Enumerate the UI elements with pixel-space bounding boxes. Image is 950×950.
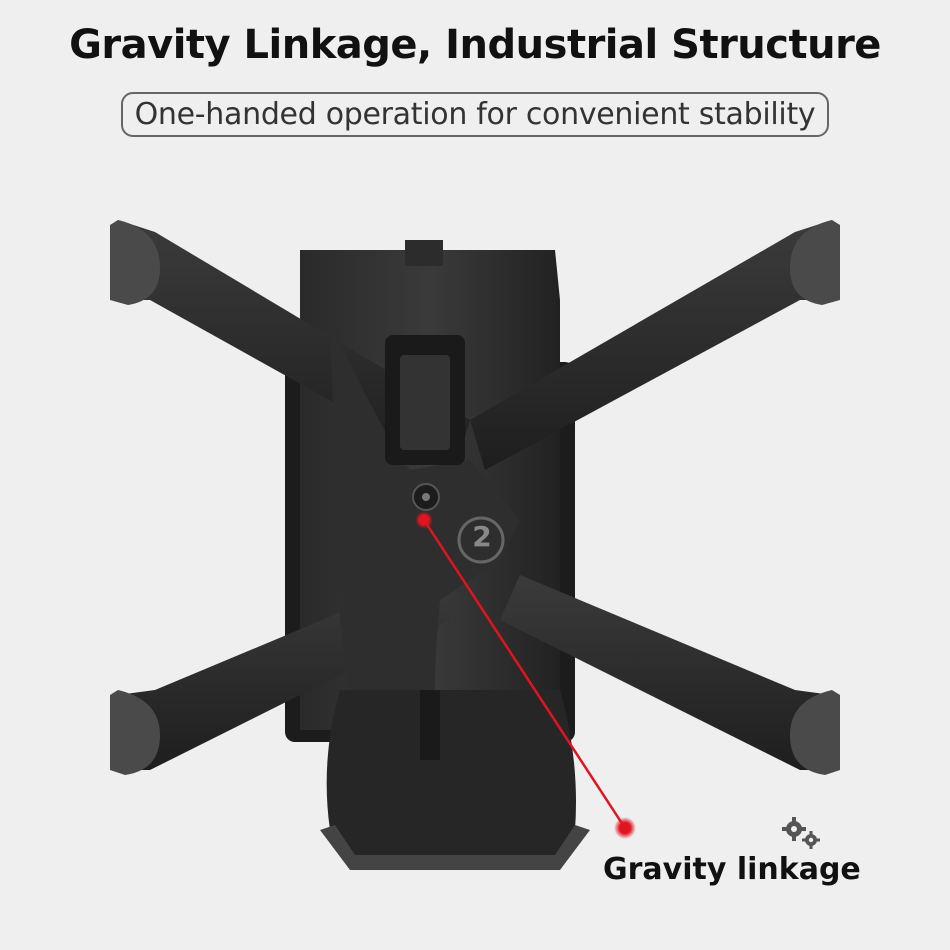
bottom-clamp xyxy=(320,690,590,870)
page-title: Gravity Linkage, Industrial Structure xyxy=(69,22,881,68)
callout-line xyxy=(415,511,636,839)
page-subtitle: One-handed operation for convenient stab… xyxy=(120,92,830,137)
center-plate xyxy=(330,320,520,780)
part-number-label: 2 xyxy=(472,520,492,553)
subtitle-container: One-handed operation for convenient stab… xyxy=(0,92,950,137)
gravity-linkage-callout: Gravity linkage xyxy=(603,852,861,887)
gears-icon xyxy=(782,817,820,849)
upper-arms xyxy=(110,220,840,470)
